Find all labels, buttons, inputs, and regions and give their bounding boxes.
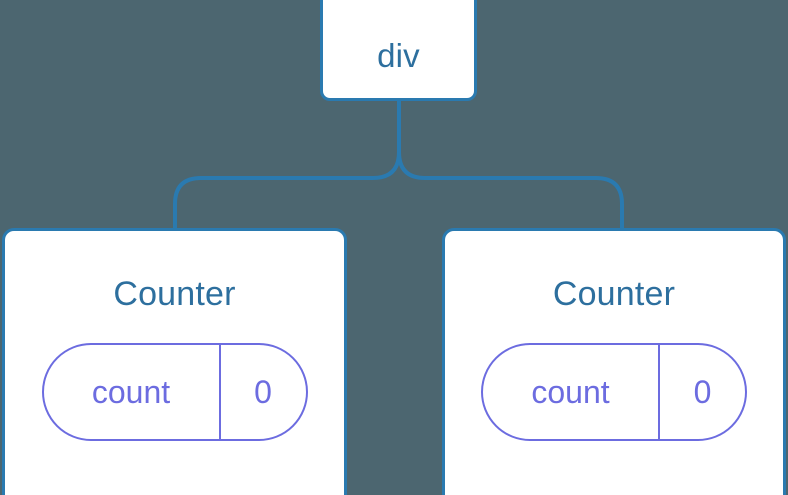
edge-root-to-right-counter — [397, 99, 624, 230]
node-counter-left[interactable]: Counter count 0 — [2, 228, 347, 495]
node-div[interactable]: div — [320, 0, 477, 101]
state-pill-left-value: 0 — [221, 345, 306, 439]
state-pill-right-key: count — [483, 345, 660, 439]
state-pill-right-value: 0 — [660, 345, 745, 439]
state-pill-right-key-label: count — [531, 374, 610, 410]
node-counter-right-title: Counter — [552, 275, 676, 313]
state-pill-left-key: count — [44, 345, 221, 439]
state-pill-right-value-label: 0 — [693, 374, 712, 410]
edge-root-to-left-counter — [173, 99, 401, 230]
node-div-label: div — [377, 37, 420, 74]
state-pill-left-key-label: count — [91, 374, 171, 410]
state-pill-left[interactable]: count 0 — [41, 343, 308, 441]
node-counter-right[interactable]: Counter count 0 — [442, 228, 786, 495]
state-pill-left-value-label: 0 — [254, 374, 272, 410]
node-counter-left-title: Counter — [113, 275, 236, 313]
state-pill-right[interactable]: count 0 — [481, 343, 747, 441]
